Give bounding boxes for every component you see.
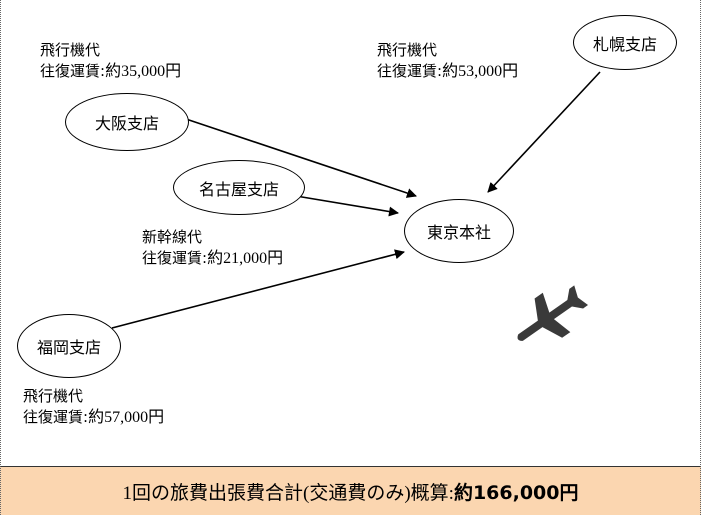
summary-label: 1回の旅費出張費合計(交通費のみ)概算: [122, 482, 454, 504]
fukuoka-fare-label: 往復運賃: [23, 408, 89, 426]
osaka-cost-label: 飛行機代 往復運賃:約35,000円 [40, 40, 181, 82]
arrow-fukuoka-to-tokyo [111, 249, 405, 329]
fukuoka-amount: 約57,000円 [88, 409, 165, 426]
arrow-sapporo-to-tokyo [487, 71, 601, 193]
connection-arrows [111, 71, 601, 341]
node-nagoya-branch: 名古屋支店 [173, 160, 305, 215]
travel-cost-diagram: 飛行機代 往復運賃:約35,000円 飛行機代 往復運賃:約53,000円 新幹… [17, 15, 677, 428]
arrow-osaka-to-tokyo [179, 116, 417, 198]
node-fukuoka-branch: 福岡支店 [17, 314, 121, 378]
summary-bar: 1回の旅費出張費合計(交通費のみ)概算:約166,000円 [0, 466, 701, 515]
summary-total: 約166,000円 [453, 481, 579, 504]
node-osaka-branch: 大阪支店 [65, 93, 189, 151]
airplane-icon [517, 285, 589, 341]
fukuoka-cost-label: 飛行機代 往復運賃:約57,000円 [23, 386, 164, 428]
sapporo-amount: 約53,000円 [442, 63, 519, 80]
fukuoka-mode: 飛行機代 [23, 387, 84, 405]
arrow-nagoya-to-tokyo [295, 195, 399, 217]
sapporo-cost-label: 飛行機代 往復運賃:約53,000円 [377, 40, 518, 82]
nagoya-fare-label: 往復運賃: [142, 249, 208, 267]
nagoya-cost-label: 新幹線代 往復運賃:約21,000円 [142, 227, 283, 269]
node-tokyo-headquarters: 東京本社 [404, 199, 514, 263]
nagoya-mode: 新幹線代 [142, 228, 203, 246]
osaka-amount: 約35,000円 [105, 63, 182, 80]
osaka-mode: 飛行機代 [40, 41, 101, 59]
osaka-fare-label: 往復運賃: [40, 62, 106, 80]
node-sapporo-branch: 札幌支店 [573, 15, 677, 70]
nagoya-amount: 約21,000円 [207, 250, 284, 267]
sapporo-mode: 飛行機代 [377, 41, 438, 59]
sapporo-fare-label: 往復運賃: [377, 62, 443, 80]
